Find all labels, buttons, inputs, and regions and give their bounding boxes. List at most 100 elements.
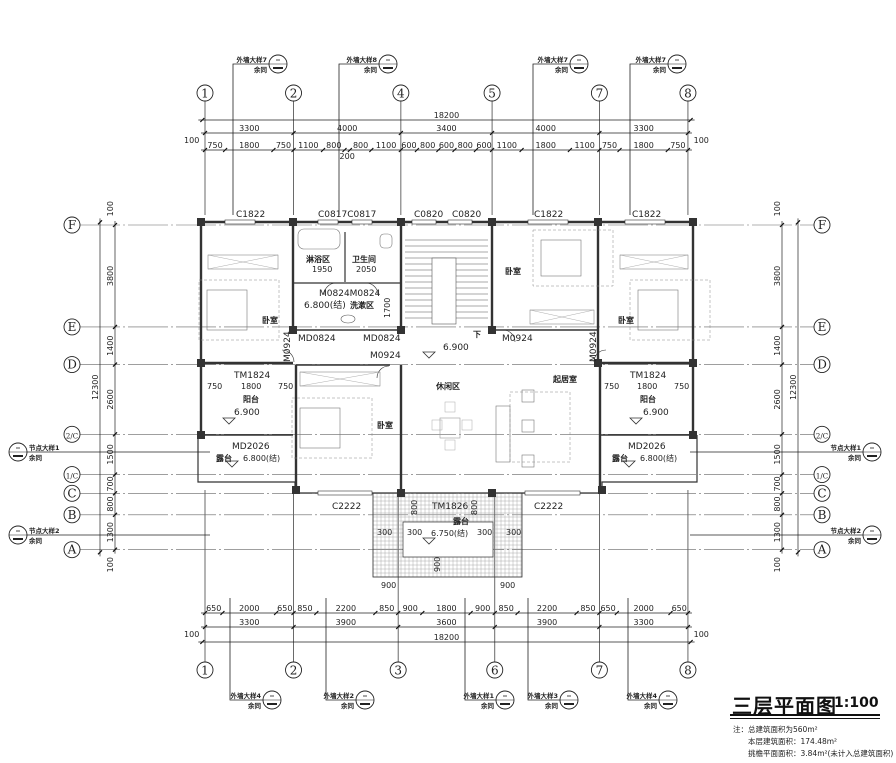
dim-bottom-axes-label: 3900 <box>336 618 356 627</box>
axis-label: D <box>67 358 77 372</box>
callout-text: 节点大样1 <box>29 443 60 452</box>
dim-tick <box>202 610 208 616</box>
room-wash: 洗漱区 <box>350 300 374 310</box>
dim-tick <box>320 147 326 153</box>
window-label: C0820 <box>452 210 481 220</box>
wardrobe <box>529 309 595 325</box>
drawing-scale: 1:100 <box>834 695 879 711</box>
axis-label: B <box>68 508 77 522</box>
living-rug <box>509 391 571 463</box>
door-label: M0924 <box>502 334 533 344</box>
dim-side-detail-label: 1500 <box>106 444 115 464</box>
elevation-floor: 6.900 <box>443 343 469 353</box>
dim-tick <box>685 610 691 616</box>
callout-sub: 余同 <box>363 65 378 74</box>
sink-icon <box>340 314 356 324</box>
axis-bubble <box>196 84 214 102</box>
dim-tick <box>398 130 404 136</box>
axis-label: D <box>817 358 827 372</box>
axis-label: 6 <box>491 664 499 678</box>
door-label: M0924 <box>589 331 599 362</box>
callout-leader <box>338 63 379 215</box>
dim-tick <box>685 624 691 630</box>
chair <box>461 419 473 431</box>
dim-top-detail-label: 1800 <box>633 141 653 150</box>
dim-top-detail-label: 1800 <box>239 141 259 150</box>
column <box>598 486 606 494</box>
dim-bottom-detail-label: 2200 <box>336 604 356 613</box>
dim-tick <box>779 512 785 518</box>
dim-edge-label: 100 <box>773 201 782 216</box>
callout-leader <box>464 598 496 701</box>
dim-tick <box>489 147 495 153</box>
dim-tick <box>779 490 785 496</box>
note-total-area: 注：总建筑面积为560m² <box>733 725 818 734</box>
axis-bubble <box>392 84 410 102</box>
dim-tick <box>614 610 620 616</box>
column <box>594 218 602 226</box>
entry-side-dim: 800 <box>410 500 419 515</box>
dim-tick <box>665 147 671 153</box>
callout-text: 外墙大样2 <box>323 691 354 700</box>
door-label: TM1824 <box>233 371 270 381</box>
dim-tick <box>313 610 319 616</box>
stair-down-label: 下 <box>473 330 481 339</box>
terrace-parapet <box>197 435 698 494</box>
window-label: C2222 <box>332 502 361 512</box>
dim-top-detail-label: 750 <box>276 141 291 150</box>
stair-well <box>431 257 457 325</box>
axis-label: B <box>818 508 827 522</box>
window <box>411 219 437 225</box>
dim-top-axes-label: 4000 <box>337 124 357 133</box>
dim-tick <box>795 219 801 225</box>
column <box>197 359 205 367</box>
dim-side-total-label: 12300 <box>789 375 798 400</box>
window <box>317 490 373 496</box>
axis-label: F <box>68 218 76 232</box>
dim-bottom-detail-label: 900 <box>403 604 418 613</box>
dim-top-total-label: 18200 <box>434 111 459 120</box>
dim-bottom-detail-label: 900 <box>475 604 490 613</box>
dim-tick <box>199 117 205 123</box>
dim-tick <box>596 130 602 136</box>
elevation-marks: 6.800(结) 6.900 6.900 6.900 6.800(结) 6.80… <box>222 299 677 545</box>
dim-tick <box>112 512 118 518</box>
dim-side-detail-label: 1500 <box>773 444 782 464</box>
dim-tick <box>779 362 785 367</box>
dim-tick <box>220 610 225 616</box>
dim-top-detail-label: 200 <box>340 152 355 161</box>
dim-bottom-detail-label: 650 <box>672 604 687 613</box>
axis-bubble <box>679 661 697 679</box>
entry-terrace-hatch <box>372 492 523 578</box>
dim-bottom-detail-label: 1800 <box>436 604 456 613</box>
dim-tick <box>112 431 118 437</box>
dim-tick <box>112 362 118 367</box>
elevation-triangle-icon <box>222 351 643 545</box>
dim-tick <box>112 472 118 477</box>
dim-side-detail-label: 1400 <box>773 336 782 356</box>
dim-side-detail-label: 3800 <box>106 266 115 286</box>
dim-tick <box>395 624 401 630</box>
toilet-width: 2050 <box>356 265 376 274</box>
balcony-dim: 750 <box>674 382 689 391</box>
callout-mark <box>867 455 877 457</box>
callout-mark <box>383 67 393 69</box>
callout-mark <box>867 538 877 540</box>
door-label: MD0824 <box>363 334 401 344</box>
dim-tick <box>596 624 602 630</box>
balcony-dim: 750 <box>278 382 293 391</box>
door-label: MD0824 <box>298 334 336 344</box>
callout-leader <box>629 63 668 215</box>
axis-bubble <box>486 661 504 679</box>
room-labels: 淋浴区 卫生间 洗漱区 卧室 卧室 卧室 卧室 休闲区 起居室 阳台 阳台 露台… <box>216 254 656 526</box>
dim-tick <box>574 610 580 616</box>
dim-side-detail-label: 800 <box>773 496 782 511</box>
dim-top-detail-label: 1800 <box>536 141 556 150</box>
dim-tick <box>779 324 785 330</box>
dim-tick <box>112 490 118 496</box>
window-label: C0817C0817 <box>318 210 376 220</box>
column <box>289 326 297 334</box>
bathtub <box>297 228 341 250</box>
door-swing <box>376 365 390 379</box>
